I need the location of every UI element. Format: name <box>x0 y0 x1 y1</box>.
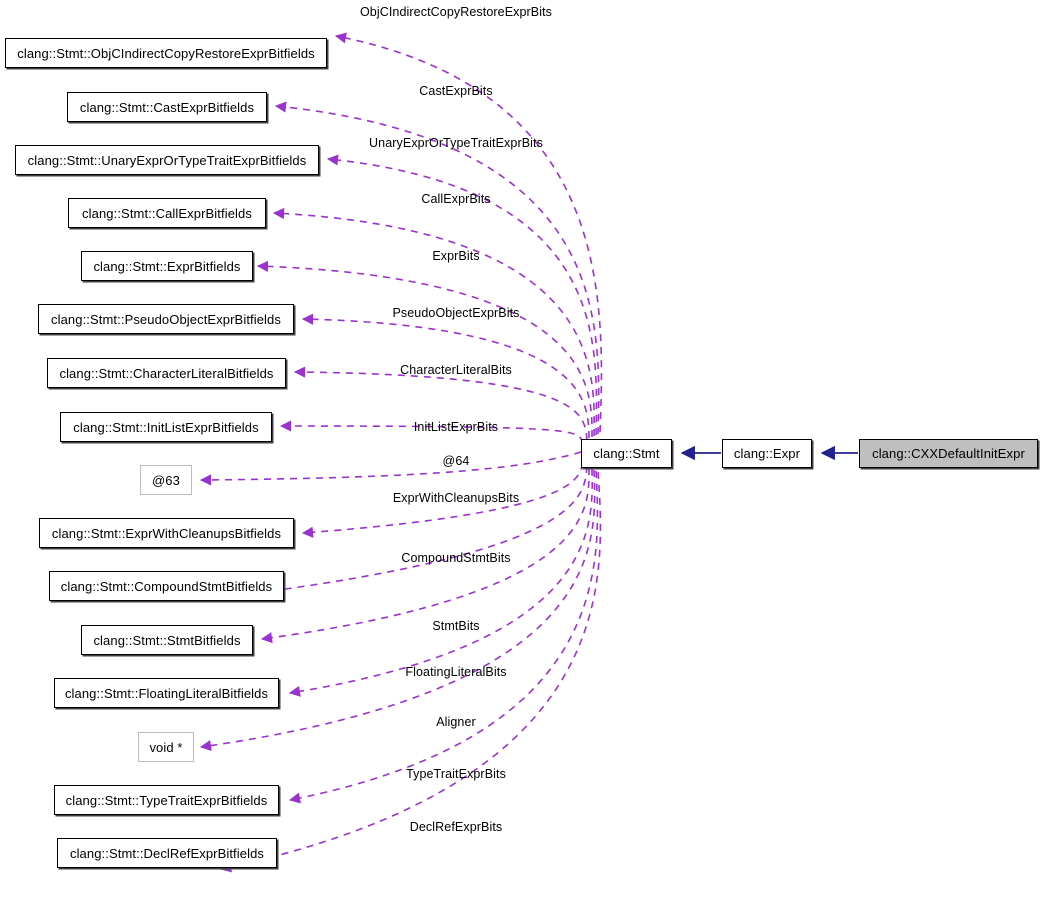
node-label: void * <box>149 739 183 755</box>
node-label: clang::Stmt::StmtBitfields <box>93 632 241 648</box>
node-label: clang::Stmt::PseudoObjectExprBitfields <box>51 311 281 327</box>
node-label: clang::Stmt::DeclRefExprBitfields <box>69 845 265 861</box>
node-stmt-bitfields[interactable]: clang::Stmt::StmtBitfields <box>81 625 253 655</box>
edge-label-cast-expr-bits: CastExprBits <box>419 84 493 98</box>
edge-label-expr-bits: ExprBits <box>432 249 480 263</box>
node-label: clang::Stmt::CompoundStmtBitfields <box>60 578 273 594</box>
node-label: clang::Stmt::CallExprBitfields <box>82 205 252 221</box>
node-init-list-expr-bitfields[interactable]: clang::Stmt::InitListExprBitfields <box>60 412 272 442</box>
node-pseudo-object-expr-bitfields[interactable]: clang::Stmt::PseudoObjectExprBitfields <box>38 304 294 334</box>
edge-label-objc-indirect-copy-restore-expr-bits: ObjCIndirectCopyRestoreExprBits <box>359 5 553 19</box>
edge-label-decl-ref-expr-bits: DeclRefExprBits <box>409 820 503 834</box>
edge-label-stmt-bits: StmtBits <box>432 619 480 633</box>
node-type-trait-expr-bitfields[interactable]: clang::Stmt::TypeTraitExprBitfields <box>54 785 279 815</box>
node-label: clang::Stmt::ExprWithCleanupsBitfields <box>51 525 282 541</box>
node-label: @63 <box>152 472 180 488</box>
edge-label-type-trait-expr-bits: TypeTraitExprBits <box>406 767 506 781</box>
edge-label-aligner: Aligner <box>436 715 476 729</box>
node-label: clang::Expr <box>733 446 801 461</box>
node-label: clang::Stmt::CharacterLiteralBitfields <box>59 365 274 381</box>
node-call-expr-bitfields[interactable]: clang::Stmt::CallExprBitfields <box>68 198 266 228</box>
edge-cast-expr <box>274 101 600 435</box>
edge-label-pseudo-object-expr-bits: PseudoObjectExprBits <box>392 306 520 320</box>
node-expr-with-cleanups-bitfields[interactable]: clang::Stmt::ExprWithCleanupsBitfields <box>39 518 294 548</box>
node-clang-cxxdefaultinitexpr[interactable]: clang::CXXDefaultInitExpr <box>859 439 1038 468</box>
node-label: clang::Stmt::ObjCIndirectCopyRestoreExpr… <box>17 45 315 61</box>
node-label: clang::Stmt::TypeTraitExprBitfields <box>65 792 268 808</box>
edge-anon-64 <box>199 451 582 486</box>
node-clang-expr[interactable]: clang::Expr <box>722 439 812 468</box>
node-label: clang::CXXDefaultInitExpr <box>872 446 1025 461</box>
node-expr-bitfields[interactable]: clang::Stmt::ExprBitfields <box>81 251 253 281</box>
node-decl-ref-expr-bitfields[interactable]: clang::Stmt::DeclRefExprBitfields <box>57 838 277 868</box>
node-label: clang::Stmt::ExprBitfields <box>93 258 241 274</box>
edge-expr <box>256 260 593 438</box>
node-compound-stmt-bitfields[interactable]: clang::Stmt::CompoundStmtBitfields <box>49 571 284 601</box>
edge-label-init-list-expr-bits: InitListExprBits <box>413 420 499 434</box>
node-label: clang::Stmt::InitListExprBitfields <box>73 419 259 435</box>
node-objc-indirect-copy-restore-expr-bitfields[interactable]: clang::Stmt::ObjCIndirectCopyRestoreExpr… <box>5 38 327 68</box>
edge-label-anon-64: @64 <box>442 454 470 468</box>
edge-type-trait-expr <box>288 470 599 804</box>
node-label: clang::Stmt::CastExprBitfields <box>79 99 255 115</box>
edge-call-expr <box>272 207 595 437</box>
node-void-pointer[interactable]: void * <box>138 732 194 762</box>
edge-label-unary-expr-or-type-trait-expr-bits: UnaryExprOrTypeTraitExprBits <box>369 136 543 150</box>
edge-label-compound-stmt-bits: CompoundStmtBits <box>401 551 511 565</box>
node-label: clang::Stmt::FloatingLiteralBitfields <box>64 685 269 701</box>
edge-label-call-expr-bits: CallExprBits <box>421 192 491 206</box>
node-floating-literal-bitfields[interactable]: clang::Stmt::FloatingLiteralBitfields <box>54 678 279 708</box>
node-label: clang::Stmt <box>593 446 660 461</box>
node-character-literal-bitfields[interactable]: clang::Stmt::CharacterLiteralBitfields <box>47 358 286 388</box>
node-cast-expr-bitfields[interactable]: clang::Stmt::CastExprBitfields <box>67 92 267 122</box>
node-clang-stmt[interactable]: clang::Stmt <box>581 439 672 468</box>
edge-label-expr-with-cleanups-bits: ExprWithCleanupsBits <box>392 491 520 505</box>
edge-label-character-literal-bits: CharacterLiteralBits <box>400 363 512 377</box>
node-unary-expr-or-type-trait-expr-bitfields[interactable]: clang::Stmt::UnaryExprOrTypeTraitExprBit… <box>15 145 319 175</box>
node-label: clang::Stmt::UnaryExprOrTypeTraitExprBit… <box>27 152 307 168</box>
edge-label-floating-literal-bits: FloatingLiteralBits <box>405 665 507 679</box>
node-anon-63[interactable]: @63 <box>140 465 192 495</box>
